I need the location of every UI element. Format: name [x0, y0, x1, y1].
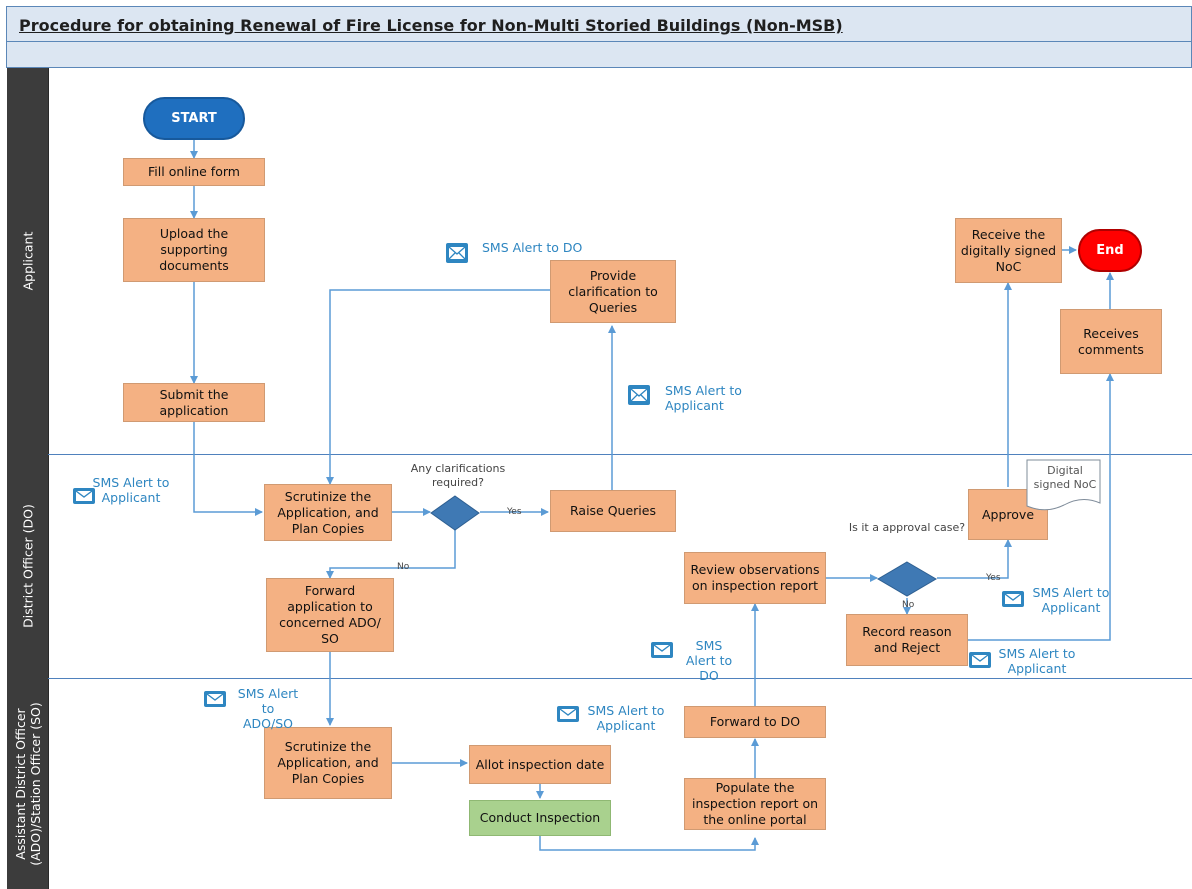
diagram-title: Procedure for obtaining Renewal of Fire … [19, 16, 843, 35]
envelope-icon [1002, 591, 1024, 607]
step-forward-to-ado: Forward application to concerned ADO/ SO [266, 578, 394, 652]
step-scrutinize-do: Scrutinize the Application, and Plan Cop… [264, 484, 392, 541]
decision-approval-case [877, 561, 937, 597]
lane-header-applicant: Applicant [7, 68, 49, 454]
edge-label-yes-2: Yes [986, 573, 1001, 583]
end-terminal: End [1078, 229, 1142, 272]
envelope-icon [628, 385, 650, 405]
document-signed-noc [1026, 459, 1101, 511]
envelope-icon [204, 691, 226, 707]
step-conduct-inspection: Conduct Inspection [469, 800, 611, 836]
step-upload-documents: Upload the supporting documents [123, 218, 265, 282]
edge-decision-forward [326, 530, 456, 579]
step-fill-online-form: Fill online form [123, 158, 265, 186]
edge-reject-comments [968, 373, 1114, 641]
edge-label-no-2: No [902, 600, 915, 610]
envelope-icon [73, 488, 95, 504]
step-raise-queries: Raise Queries [550, 490, 676, 532]
step-submit-application: Submit the application [123, 383, 265, 422]
sms-alert-to-do-1: SMS Alert to DO [482, 240, 583, 255]
lane-separator-2 [48, 678, 1192, 679]
sms-alert-to-applicant-1: SMS Alert to Applicant [665, 383, 742, 413]
lane-header-ado: Assistant District Officer(ADO)/Station … [7, 678, 49, 889]
envelope-icon [557, 706, 579, 722]
lane-separator-1 [48, 454, 1192, 455]
sms-alert-to-applicant-5: SMS Alert to Applicant [998, 646, 1076, 676]
edge-decision-approve [937, 539, 1012, 579]
envelope-icon [651, 642, 673, 658]
edge-label-no-1: No [397, 562, 410, 572]
edge-label-yes-1: Yes [507, 507, 522, 517]
decision-clarifications [430, 495, 480, 531]
step-provide-clarification: Provide clarification to Queries [550, 260, 676, 323]
sms-alert-to-applicant-2: SMS Alert to Applicant [92, 475, 170, 505]
lane-header-do: District Officer (DO) [7, 454, 49, 678]
step-receives-comments: Receives comments [1060, 309, 1162, 374]
decision-approval-label: Is it a approval case? [848, 521, 966, 534]
step-allot-inspection-date: Allot inspection date [469, 745, 611, 784]
sms-alert-to-applicant-4: SMS Alert to Applicant [1032, 585, 1110, 615]
decision-clarifications-label: Any clarifications required? [410, 462, 506, 489]
sms-alert-to-ado: SMS Alert to ADO/SO [237, 686, 299, 731]
step-review-observations: Review observations on inspection report [684, 552, 826, 604]
document-label: Digital signed NoC [1033, 464, 1097, 491]
edge-clarify-scrutinize [326, 289, 550, 485]
title-subbar [6, 42, 1192, 68]
edge-submit-scrutinize [193, 422, 263, 516]
step-scrutinize-ado: Scrutinize the Application, and Plan Cop… [264, 727, 392, 799]
sms-alert-to-applicant-3: SMS Alert to Applicant [587, 703, 665, 733]
start-terminal: START [143, 97, 245, 140]
envelope-icon [969, 652, 991, 668]
step-record-reason-reject: Record reason and Reject [846, 614, 968, 666]
envelope-icon [446, 243, 468, 263]
step-receive-signed-noc: Receive the digitally signed NoC [955, 218, 1062, 283]
sms-alert-to-do-2: SMS Alert to DO [685, 638, 733, 683]
step-forward-to-do: Forward to DO [684, 706, 826, 738]
diagram-title-bar: Procedure for obtaining Renewal of Fire … [6, 6, 1192, 42]
edge-conduct-populate [539, 836, 759, 851]
step-populate-report: Populate the inspection report on the on… [684, 778, 826, 830]
